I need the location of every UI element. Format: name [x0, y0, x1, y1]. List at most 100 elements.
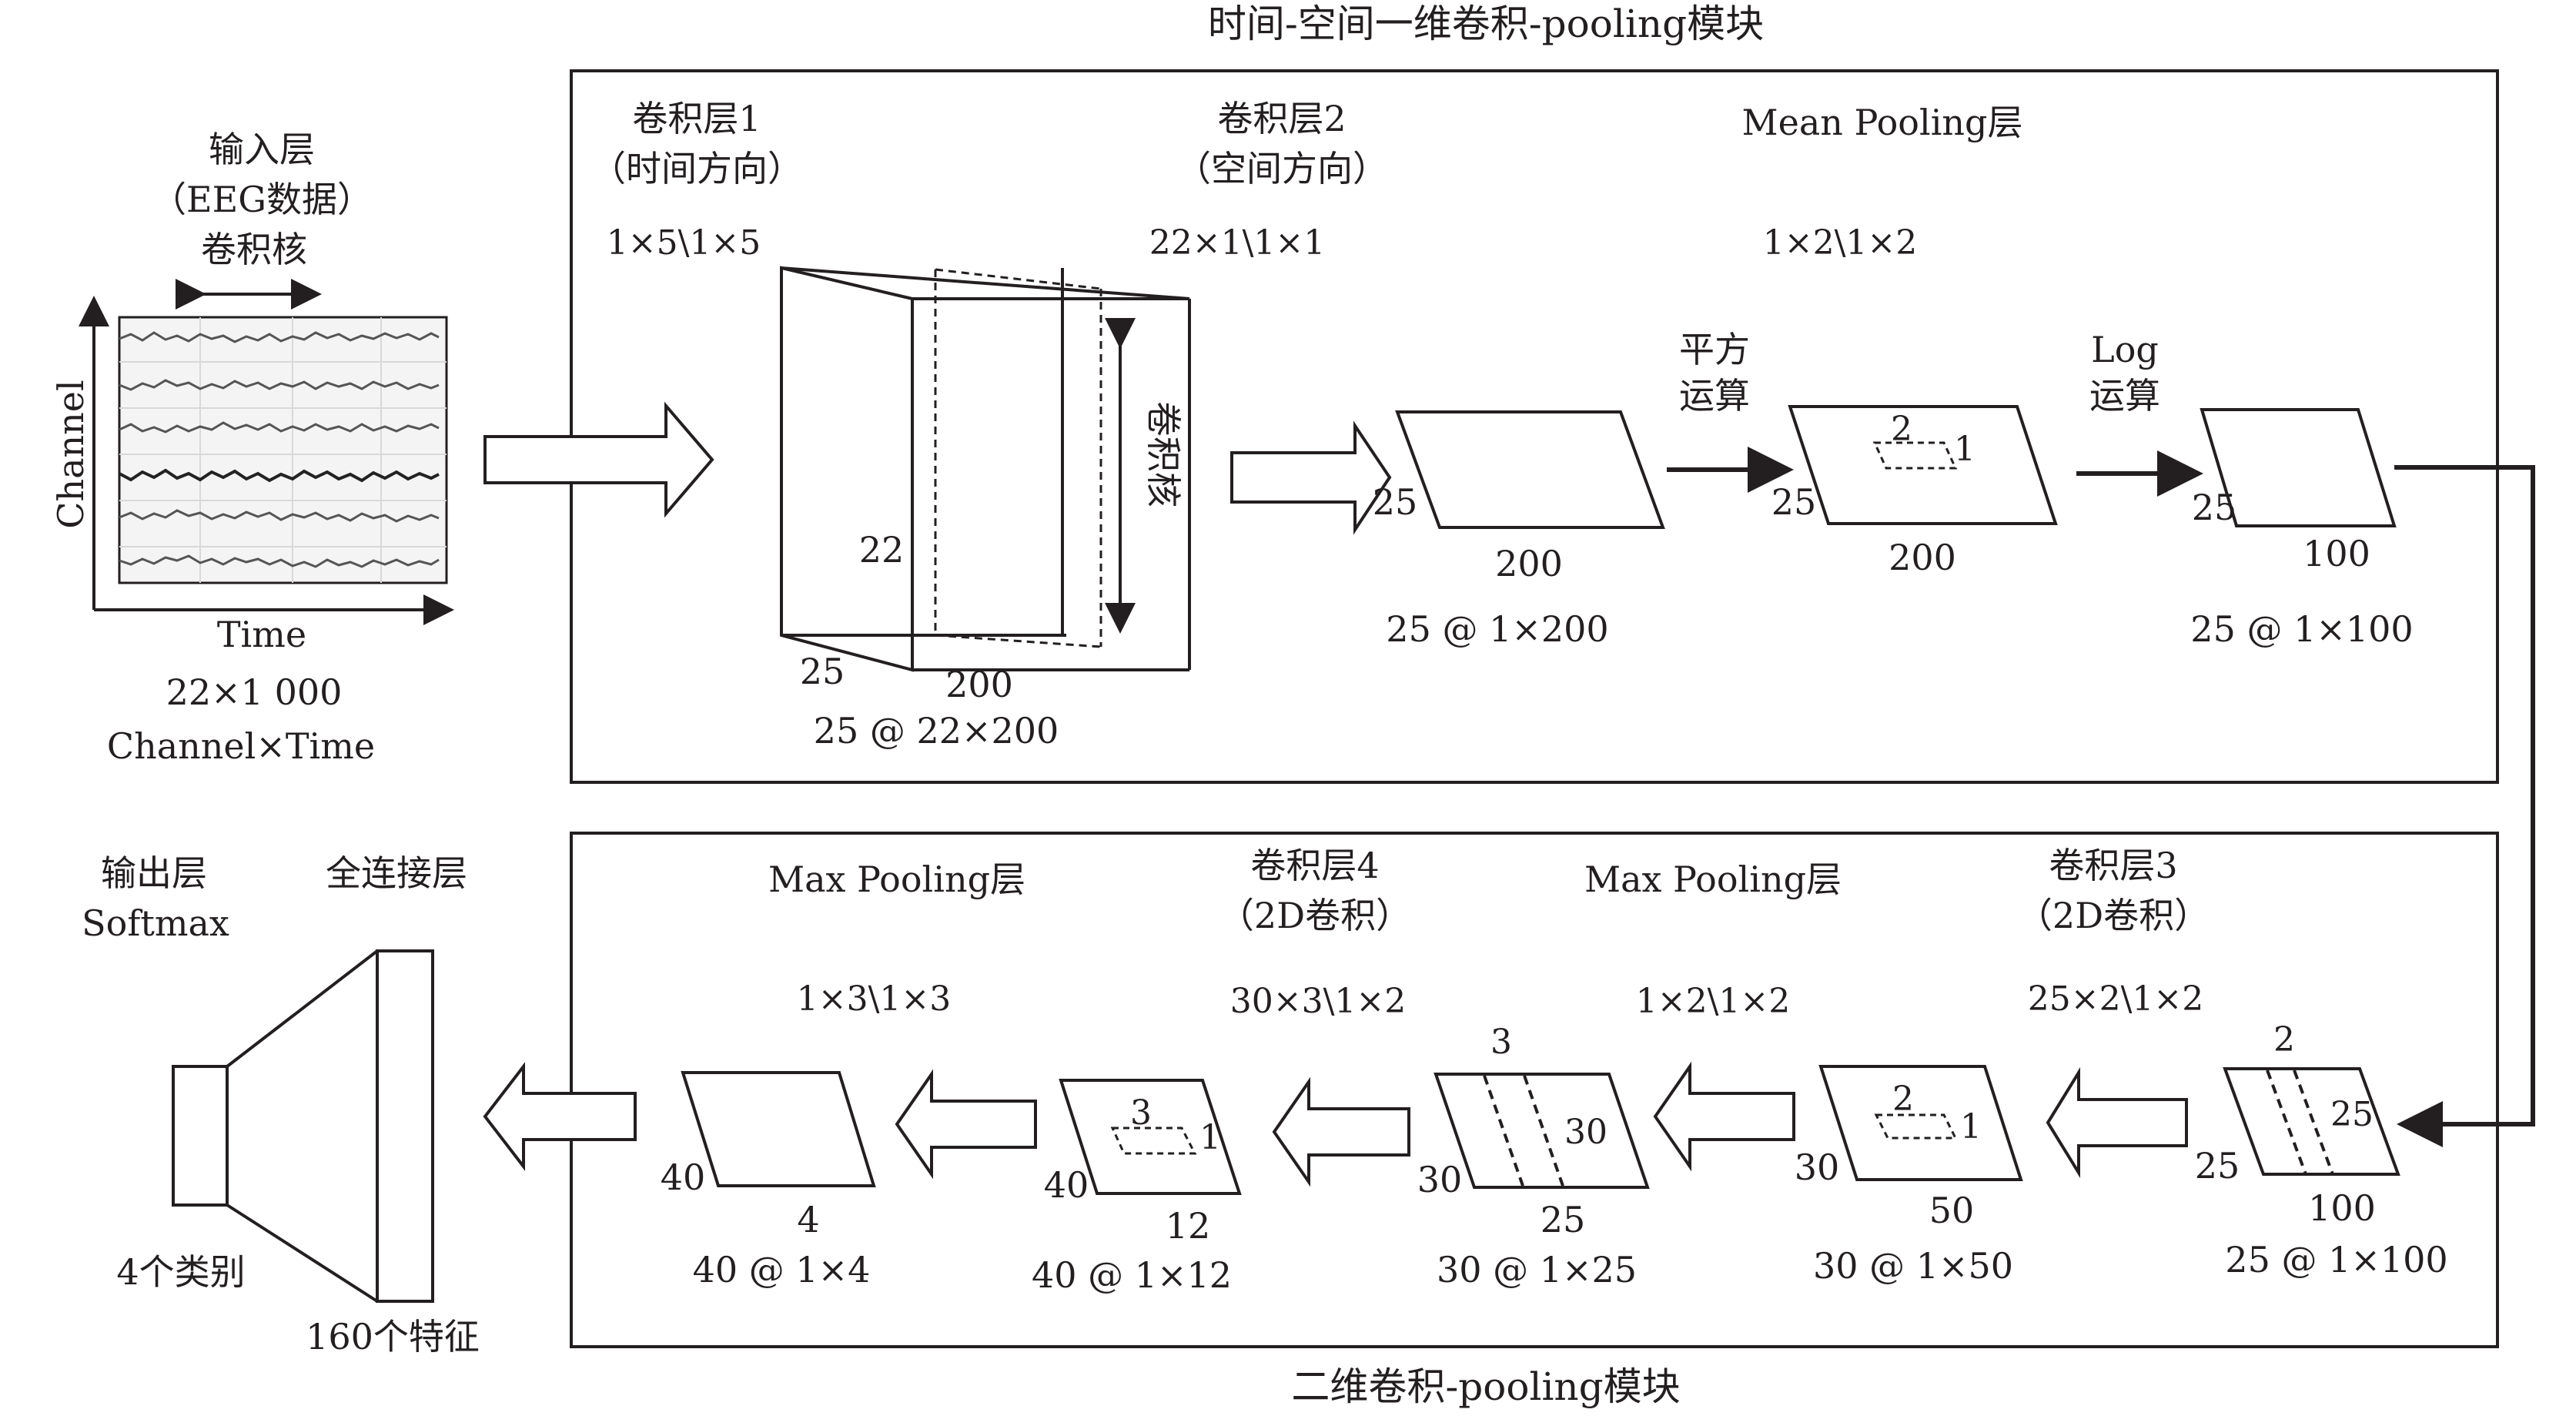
conv3-output: 25 @ 1×100	[2225, 1239, 2447, 1280]
maxpool2-width-label: 12	[1166, 1205, 1211, 1247]
output-layer-block	[172, 1065, 229, 1207]
fc-output-connector-bottom	[226, 1203, 379, 1303]
conv4-depth-label: 30	[1417, 1159, 1463, 1200]
conv4-top-label: 3	[1490, 1023, 1512, 1062]
squared-feature-map	[1788, 405, 2058, 525]
flow-arrow-conv4-to-maxpool2	[1272, 1076, 1410, 1187]
squared-map-width-label: 200	[1889, 537, 1956, 578]
conv3-inner-label: 25	[2330, 1095, 2374, 1134]
maxpool1-feature-map	[1818, 1065, 2023, 1181]
maxpool1-width-label: 50	[1929, 1190, 1975, 1231]
conv1-width-label: 200	[945, 664, 1013, 705]
fc-layer-title: 全连接层	[326, 852, 467, 894]
conv3-top-label: 2	[2273, 1020, 2295, 1059]
fc-layer-features: 160个特征	[306, 1316, 480, 1357]
conv3-title-line1: 卷积层3	[2049, 845, 2177, 886]
bottom-module-frame	[570, 832, 2499, 1348]
conv3-width-label: 100	[2308, 1187, 2376, 1229]
flow-arrow-final-to-fc	[483, 1062, 637, 1171]
conv4-output: 30 @ 1×25	[1437, 1249, 1637, 1290]
top-module-title: 时间-空间一维卷积-pooling模块	[1208, 2, 1764, 46]
flow-arrow-conv1-to-map	[1230, 420, 1392, 535]
conv2-title-line1: 卷积层2	[1217, 98, 1346, 139]
conv1-feature-cube	[780, 266, 1191, 672]
mean-pool-kernel: 1×2\1×2	[1763, 223, 1918, 263]
mean-pool-title: Mean Pooling层	[1742, 102, 2023, 143]
mean-pool-window	[1872, 441, 1958, 470]
conv3-kernel-line-b	[2293, 1070, 2334, 1175]
log-map-width-label: 100	[2303, 533, 2370, 574]
maxpool2-depth-label: 40	[1044, 1164, 1089, 1206]
input-kernel-label: 卷积核	[201, 229, 307, 270]
maxpool1-kernel: 1×2\1×2	[1636, 982, 1791, 1021]
conv3-kernel: 25×2\1×2	[2028, 979, 2204, 1019]
fc-output-connector-top	[226, 949, 379, 1068]
conv2-depth-label: 25	[1373, 481, 1418, 523]
log-map-output: 25 @ 1×100	[2190, 608, 2413, 650]
conv2-output: 25 @ 1×200	[1386, 608, 1608, 650]
input-title-line2: （EEG数据）	[151, 179, 373, 220]
conv4-kernel-line-b	[1523, 1075, 1564, 1187]
conv1-title-line2: （时间方向）	[590, 148, 803, 189]
input-y-axis-label: Channel	[50, 380, 92, 528]
output-layer-classes: 4个类别	[116, 1251, 245, 1293]
maxpool2-kernel: 1×3\1×3	[797, 979, 952, 1019]
log-op-label-line1: Log	[2091, 329, 2159, 370]
maxpool1-title: Max Pooling层	[1584, 859, 1842, 900]
conv3-depth-label: 25	[2195, 1145, 2240, 1187]
conv2-kernel-slice	[934, 268, 1102, 648]
flow-arrow-input-to-conv1	[483, 401, 714, 518]
maxpool1-window-h: 2	[1892, 1080, 1914, 1119]
conv4-kernel-line-a	[1483, 1075, 1524, 1187]
module-connector-line	[2394, 465, 2535, 1147]
conv2-kernel: 22×1\1×1	[1149, 223, 1326, 263]
output-layer-title-line2: Softmax	[82, 902, 229, 944]
maxpool2-window	[1110, 1126, 1197, 1155]
maxpool1-window	[1874, 1113, 1958, 1140]
squared-map-depth-label: 25	[1771, 481, 1817, 523]
final-map-depth-label: 40	[661, 1157, 706, 1198]
final-map-width-label: 4	[797, 1199, 819, 1240]
conv4-title-line2: （2D卷积）	[1219, 895, 1411, 936]
mean-pool-window-w: 1	[1954, 430, 1975, 469]
conv1-height-label: 22	[859, 529, 905, 571]
maxpool1-window-w: 1	[1960, 1107, 1982, 1147]
conv3-kernel-line-a	[2266, 1070, 2307, 1175]
flow-arrow-maxpool2-to-final	[895, 1069, 1037, 1180]
conv4-title-line1: 卷积层4	[1250, 845, 1379, 886]
conv2-kernel-vertical-label: 卷积核	[1142, 401, 1184, 507]
input-x-axis-label: Time	[217, 614, 306, 655]
square-op-label-line1: 平方	[1679, 329, 1750, 370]
eeg-signal-plot	[118, 316, 448, 584]
conv2-width-label: 200	[1495, 543, 1563, 584]
final-feature-map	[681, 1071, 876, 1187]
conv4-kernel: 30×3\1×2	[1230, 982, 1407, 1021]
fc-layer-block	[376, 949, 434, 1303]
maxpool2-feature-map	[1059, 1079, 1242, 1195]
log-feature-map	[2200, 408, 2397, 527]
conv3-title-line2: （2D卷积）	[2017, 895, 2210, 936]
input-dims: 22×1 000	[166, 671, 343, 713]
maxpool2-window-h: 3	[1130, 1093, 1152, 1133]
conv1-depth-label: 25	[800, 651, 845, 692]
maxpool1-depth-label: 30	[1795, 1147, 1840, 1188]
conv4-width-label: 25	[1541, 1199, 1586, 1240]
maxpool2-output: 40 @ 1×12	[1032, 1254, 1232, 1296]
conv4-feature-map	[1434, 1073, 1650, 1189]
conv1-output: 25 @ 22×200	[814, 710, 1059, 752]
maxpool1-output: 30 @ 1×50	[1813, 1245, 2013, 1287]
conv1-kernel: 1×5\1×5	[607, 223, 761, 263]
output-layer-title-line1: 输出层	[101, 852, 207, 894]
top-module-frame	[570, 69, 2499, 784]
maxpool2-window-w: 1	[1199, 1118, 1221, 1157]
flow-arrow-conv3-to-maxpool1	[2046, 1066, 2188, 1179]
log-map-depth-label: 25	[2192, 487, 2237, 528]
conv1-title-line1: 卷积层1	[632, 98, 761, 139]
maxpool2-title: Max Pooling层	[768, 859, 1025, 900]
bottom-module-title: 二维卷积-pooling模块	[1291, 1364, 1680, 1409]
conv4-inner-label: 30	[1564, 1113, 1607, 1152]
square-op-label-line2: 运算	[1679, 375, 1750, 417]
input-dims-desc: Channel×Time	[107, 725, 375, 767]
input-title-line1: 输入层	[209, 129, 315, 170]
